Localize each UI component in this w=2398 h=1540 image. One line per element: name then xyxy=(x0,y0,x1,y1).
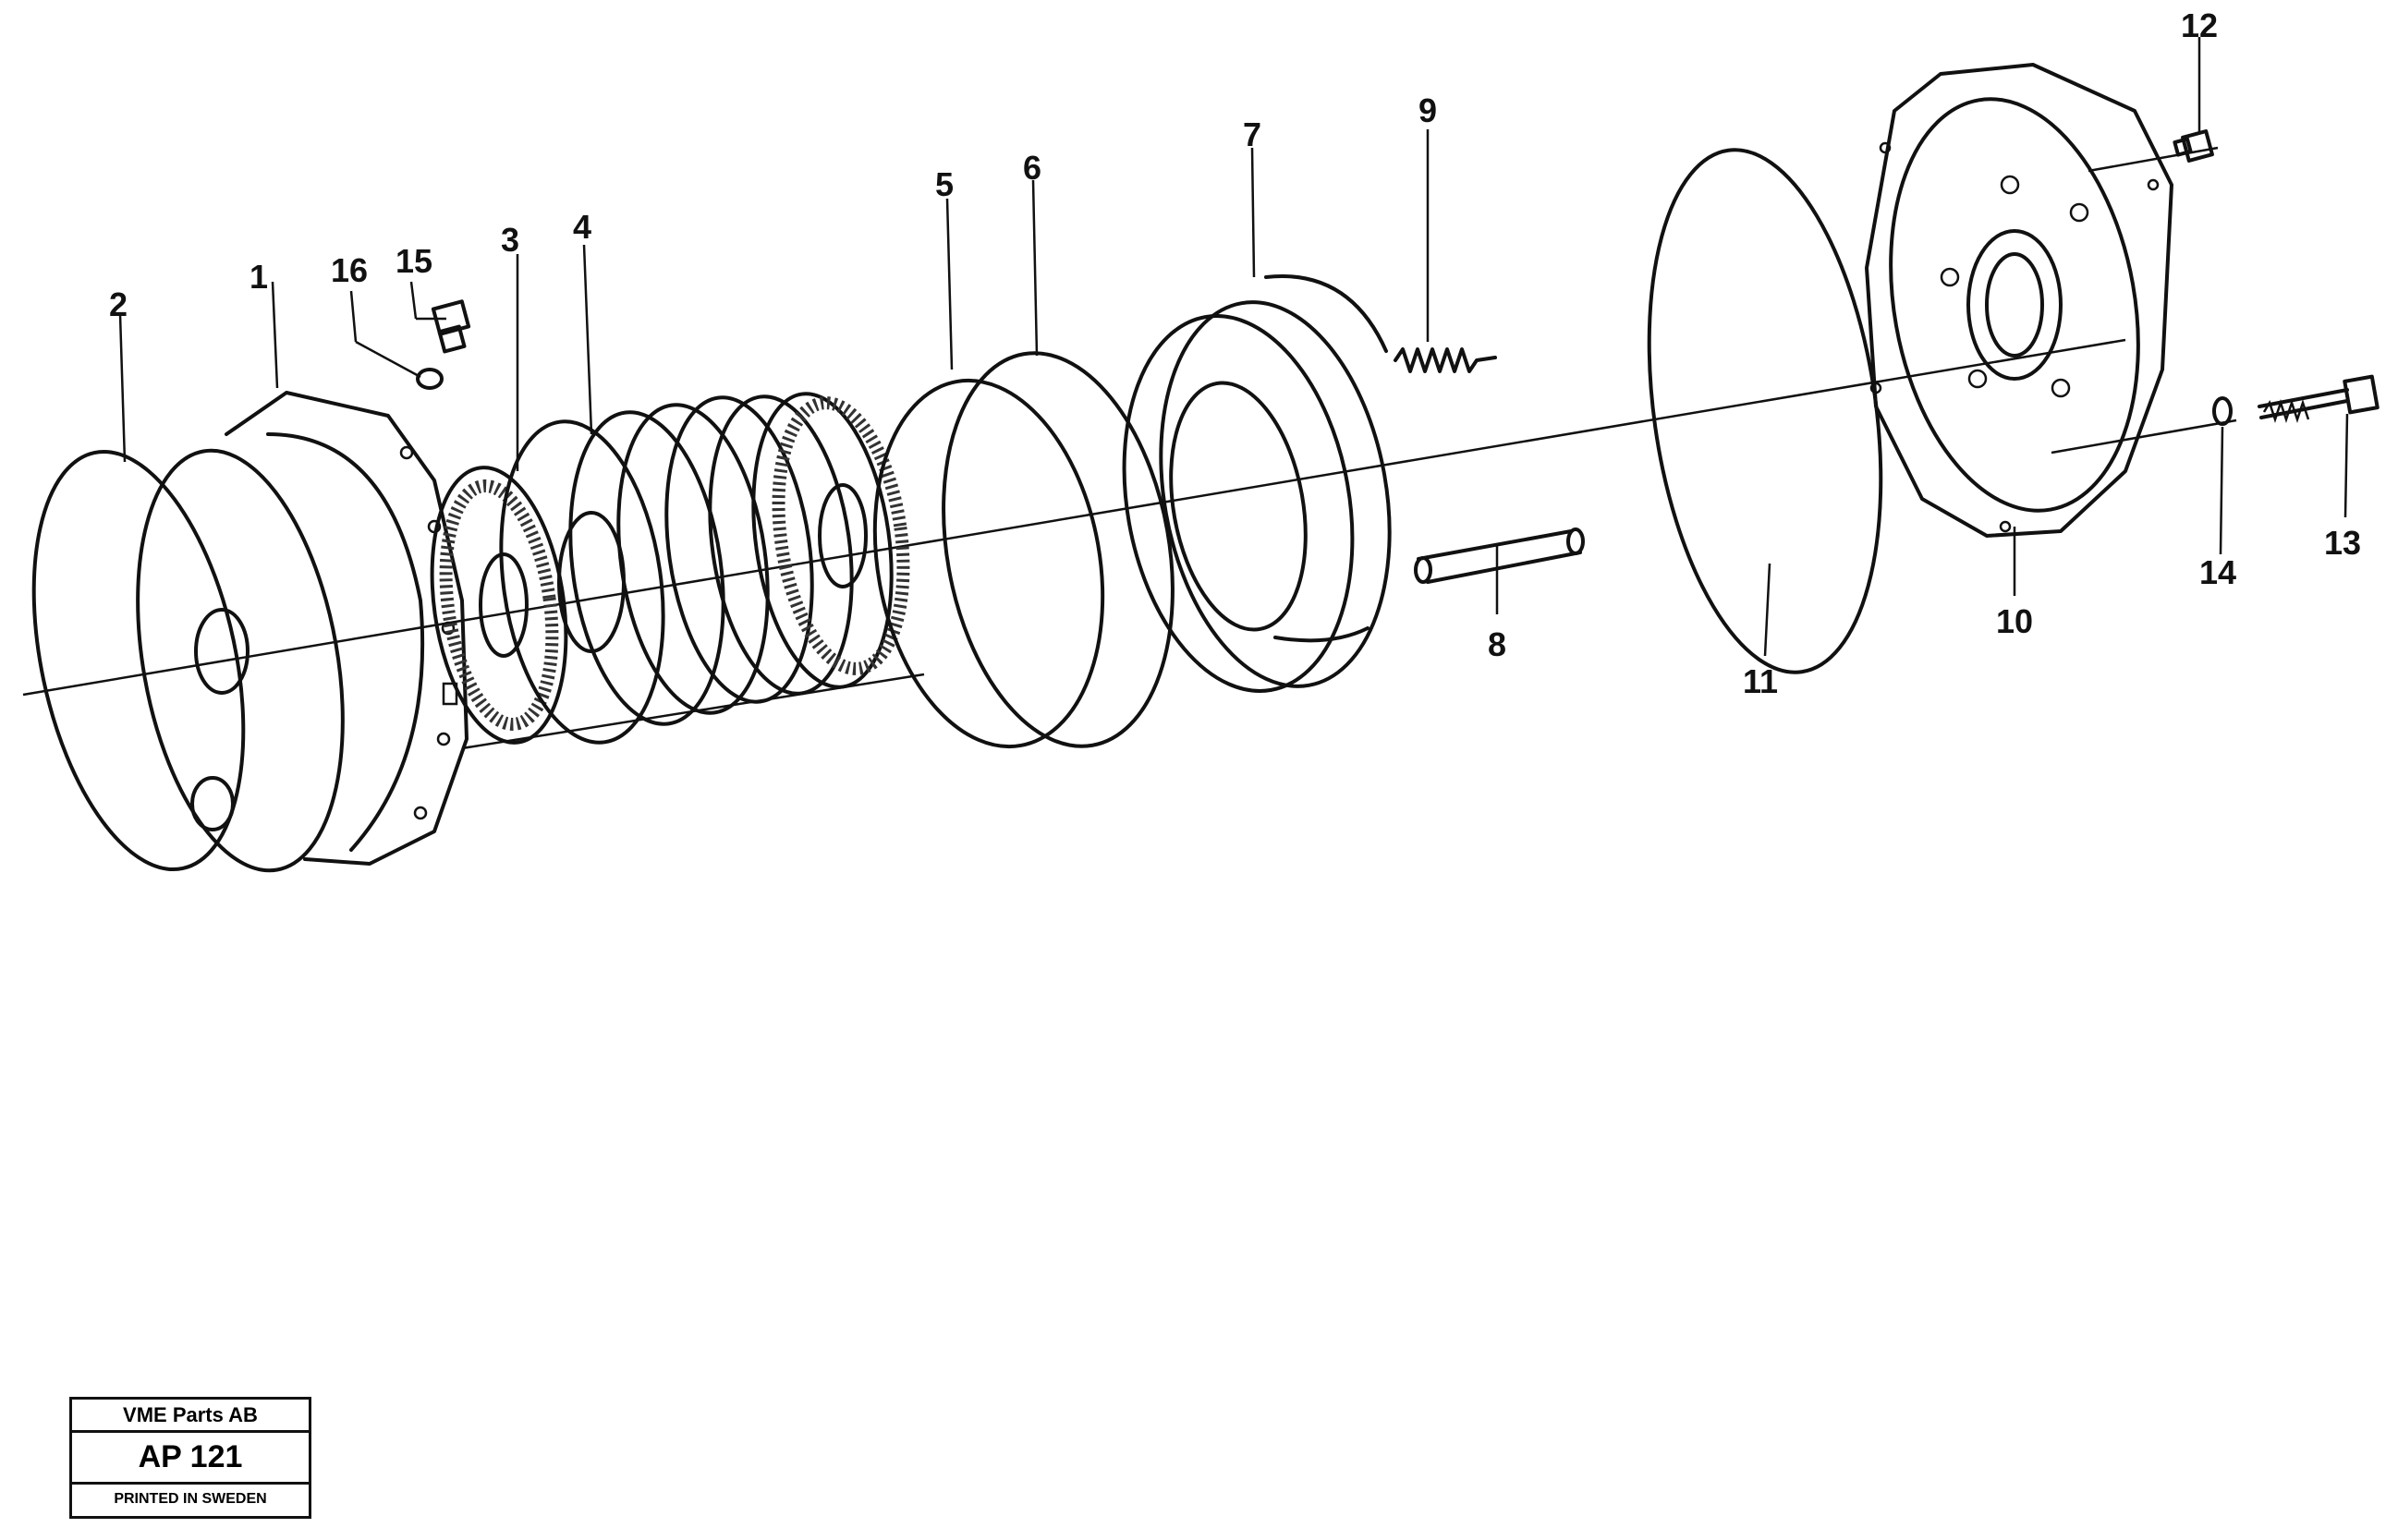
callout-11: 11 xyxy=(1743,662,1778,700)
guide-line-upper xyxy=(2088,146,2219,173)
callout-4: 4 xyxy=(573,208,591,246)
callout-6: 6 xyxy=(1023,149,1041,187)
part-13-bolt xyxy=(2258,374,2380,423)
part-12-screw xyxy=(2173,129,2214,163)
callout-8: 8 xyxy=(1488,625,1506,663)
callout-10: 10 xyxy=(1996,602,2033,640)
part-2-o-ring xyxy=(31,449,246,872)
title-block-code: AP 121 xyxy=(72,1433,309,1485)
callout-2: 2 xyxy=(109,285,128,323)
part-8-pin xyxy=(1414,527,1585,584)
part-7-piston xyxy=(1122,274,1392,693)
callout-labels: 1 2 3 4 5 6 7 8 9 10 11 12 13 14 15 16 xyxy=(109,6,2361,700)
callout-13: 13 xyxy=(2324,524,2361,562)
callout-5: 5 xyxy=(935,165,954,203)
leader-lines xyxy=(118,37,2349,657)
part-9-spring xyxy=(1394,347,1497,373)
part-11-o-ring xyxy=(1647,148,1883,674)
callout-7: 7 xyxy=(1243,115,1261,153)
part-14-washer xyxy=(2212,396,2233,426)
title-block: VME Parts AB AP 121 PRINTED IN SWEDEN xyxy=(69,1397,311,1519)
callout-15: 15 xyxy=(396,242,432,280)
part-5-ring xyxy=(872,378,1105,749)
callout-12: 12 xyxy=(2181,6,2218,44)
callout-16: 16 xyxy=(331,251,368,289)
part-4-disc-pack xyxy=(499,392,910,745)
title-block-printed: PRINTED IN SWEDEN xyxy=(114,1491,267,1507)
callout-3: 3 xyxy=(501,221,519,259)
callout-1: 1 xyxy=(250,258,268,296)
assembly-axis xyxy=(22,338,2126,697)
guide-line-bolt xyxy=(2051,418,2237,455)
part-10-cover xyxy=(1865,63,2173,538)
title-block-company: VME Parts AB xyxy=(72,1400,309,1433)
callout-9: 9 xyxy=(1418,91,1437,129)
part-3-friction-disc xyxy=(430,466,568,745)
part-6-ring xyxy=(942,351,1175,748)
part-16-washer xyxy=(416,368,444,390)
part-1-housing xyxy=(136,391,469,873)
part-15-plug xyxy=(431,299,471,354)
callout-14: 14 xyxy=(2199,553,2236,591)
